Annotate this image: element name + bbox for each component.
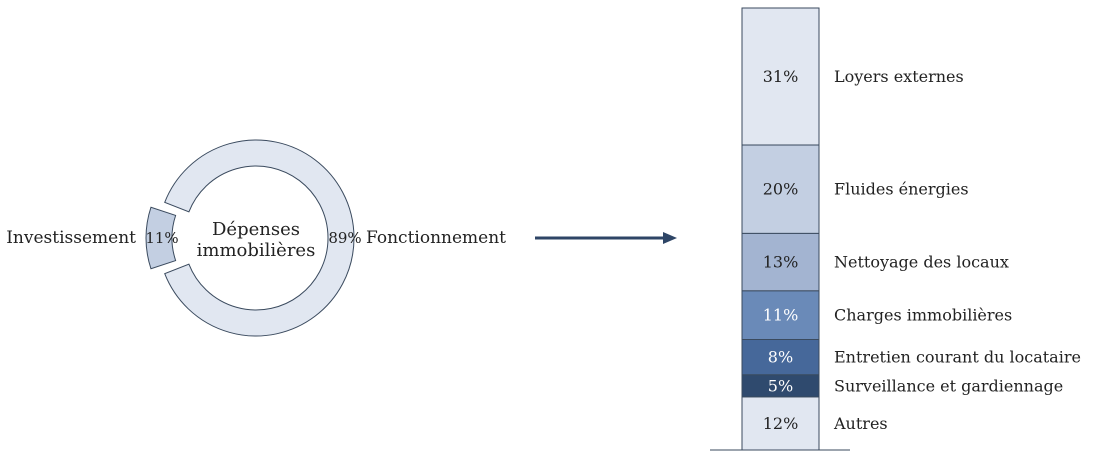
segment-label-loyers-externes: Loyers externes — [834, 67, 964, 86]
donut-center-label-line2: immobilières — [197, 240, 316, 261]
segment-value-loyers-externes: 31% — [763, 67, 799, 86]
slice-value-investissement: 11% — [145, 229, 178, 247]
donut-slices — [145, 139, 355, 337]
donut-slice-investissement — [145, 206, 177, 270]
segment-label-autres: Autres — [833, 414, 888, 433]
segment-value-charges-immobilieres: 11% — [763, 306, 799, 325]
segment-value-autres: 12% — [763, 414, 799, 433]
segment-value-nettoyage-des-locaux: 13% — [763, 253, 799, 272]
segment-label-entretien-courant-du-locataire: Entretien courant du locataire — [834, 348, 1081, 367]
segment-value-fluides-energies: 20% — [763, 180, 799, 199]
segment-value-surveillance-et-gardiennage: 5% — [768, 376, 793, 395]
segment-label-charges-immobilieres: Charges immobilières — [834, 306, 1012, 325]
right-arrow-icon — [535, 232, 677, 244]
stack-value-labels: 31% 20% 13% 11% 8% 5% 12% — [763, 67, 799, 433]
segment-label-fluides-energies: Fluides énergies — [834, 180, 969, 199]
segment-label-surveillance-et-gardiennage: Surveillance et gardiennage — [834, 376, 1063, 395]
slice-label-investissement: Investissement — [6, 228, 136, 248]
stack-segments — [741, 7, 820, 451]
donut-slice-fonctionnement — [164, 139, 355, 337]
donut-center-label-line1: Dépenses — [212, 219, 300, 240]
donut-chart: Dépenses immobilières 89% Fonctionnement… — [6, 139, 506, 337]
stacked-column-chart: 31% 20% 13% 11% 8% 5% 12% Loyers externesFluid… — [710, 7, 1081, 451]
segment-loyers-externes — [741, 7, 820, 146]
segment-label-nettoyage-des-locaux: Nettoyage des locaux — [834, 253, 1009, 272]
slice-value-fonctionnement: 89% — [328, 229, 361, 247]
slice-label-fonctionnement: Fonctionnement — [366, 228, 506, 248]
segment-fluides-energies — [741, 144, 820, 234]
segment-value-entretien-courant-du-locataire: 8% — [768, 348, 793, 367]
